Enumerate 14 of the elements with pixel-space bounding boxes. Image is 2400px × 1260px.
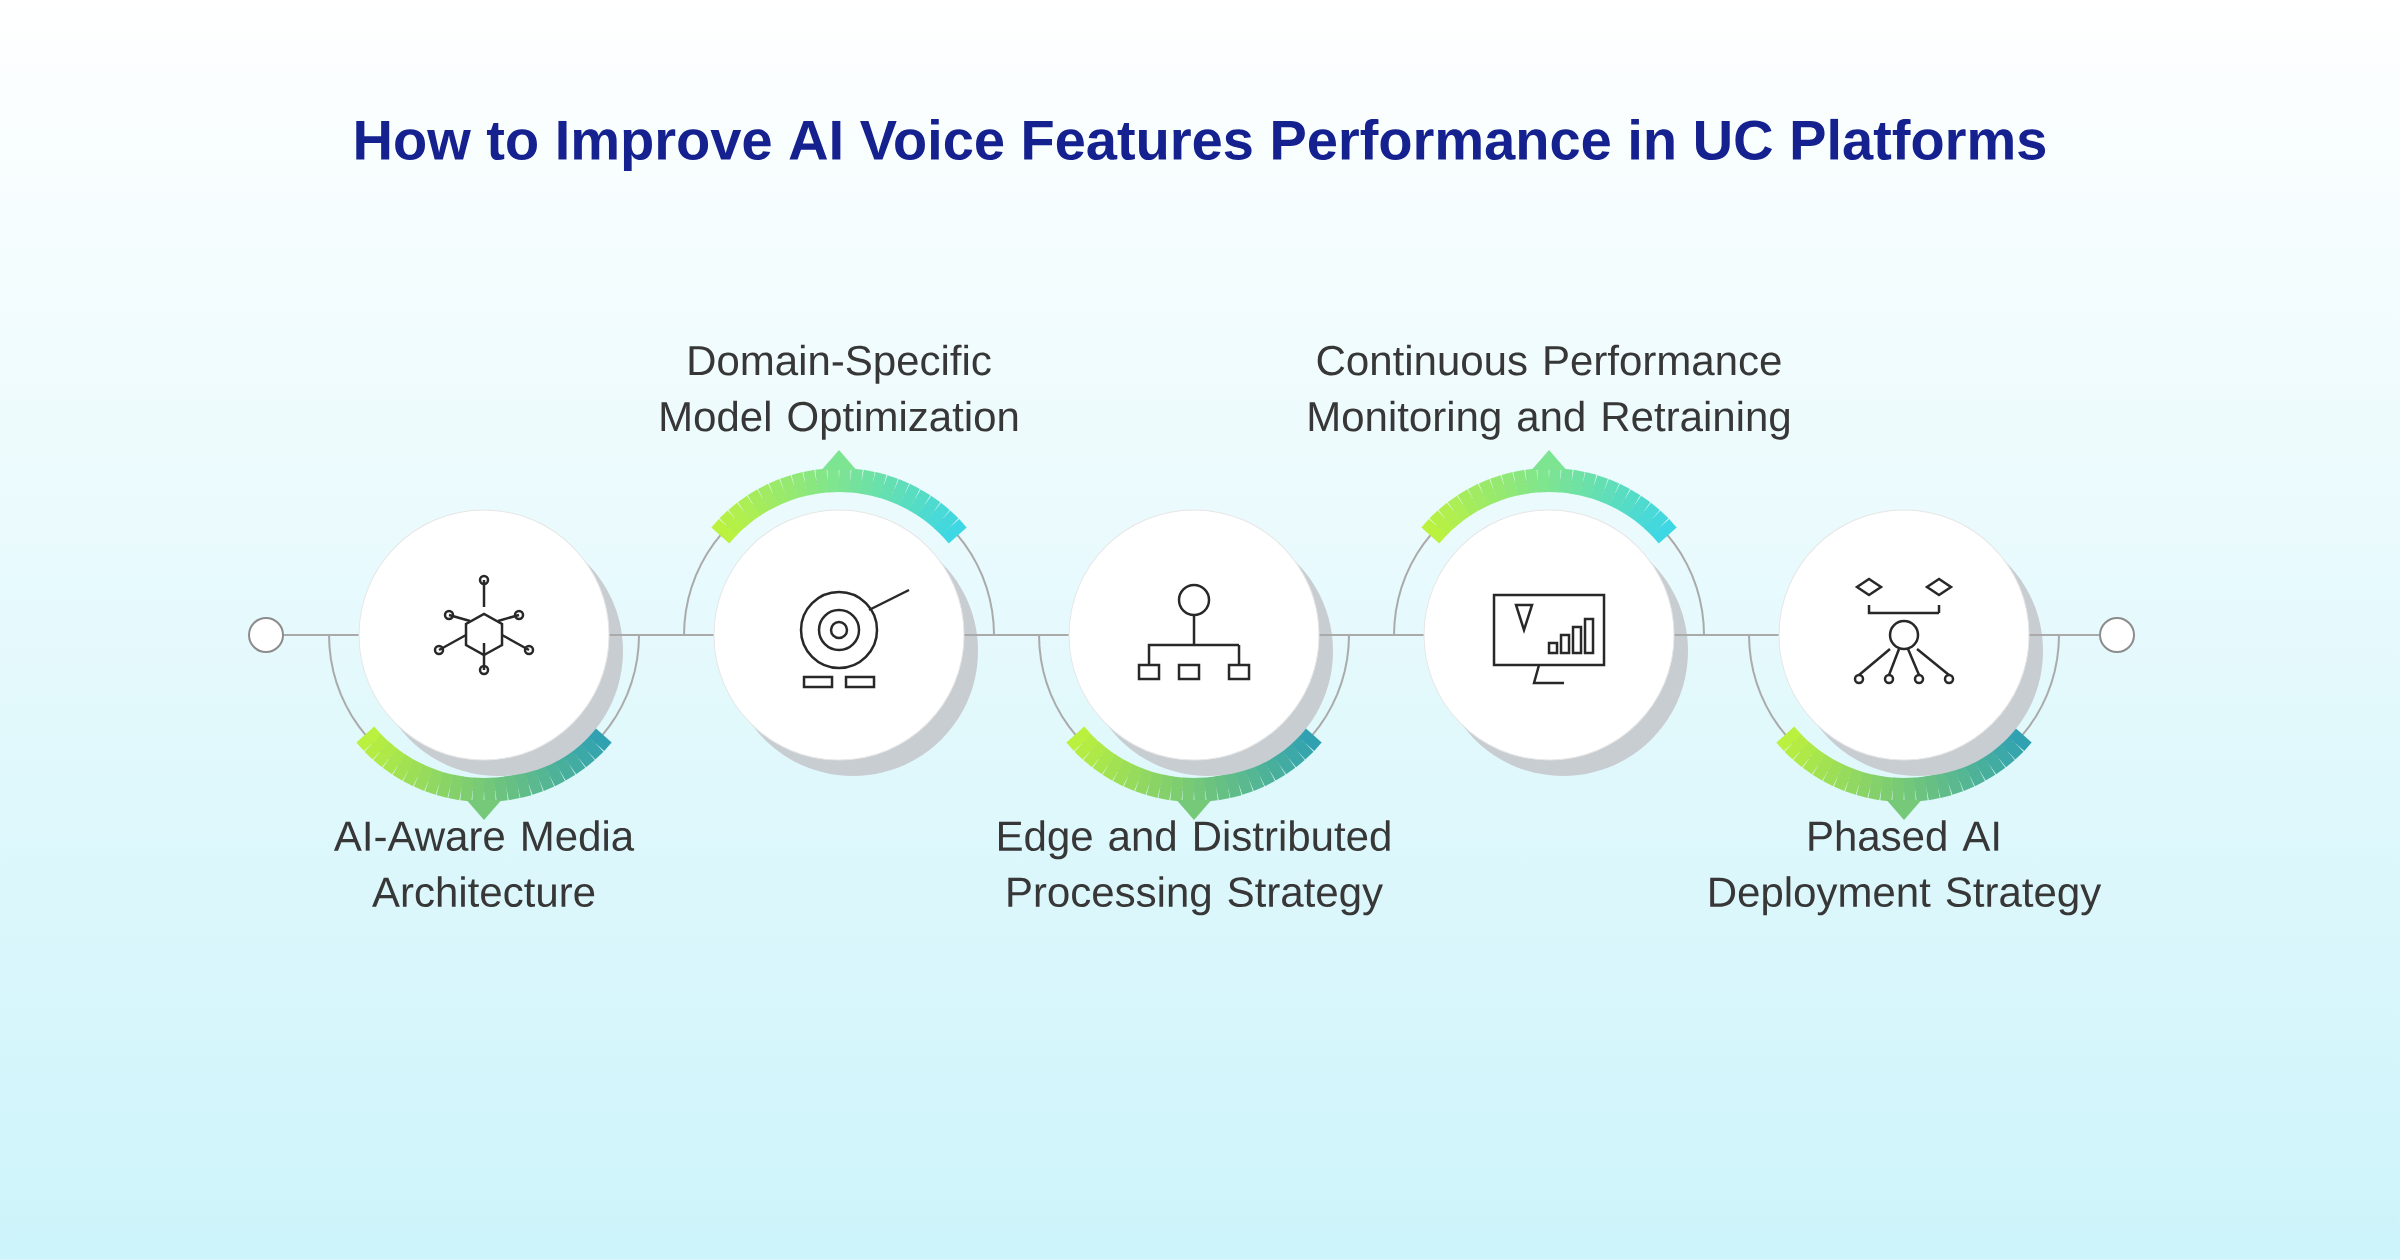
connector-line xyxy=(963,634,1070,636)
end-circle xyxy=(2099,617,2135,653)
end-circle xyxy=(248,617,284,653)
step-label: Edge and Distributed Processing Strategy xyxy=(999,820,1390,916)
connector-line xyxy=(1673,634,1780,636)
title: How to Improve AI Voice Features Performance in UC Platforms xyxy=(356,118,2046,172)
connector-line xyxy=(2028,634,2100,636)
connector-line xyxy=(1318,634,1425,636)
step-label: AI-Aware Media Architecture xyxy=(333,820,635,908)
step-label: Continuous Performance Monitoring and Retraining xyxy=(1309,344,1789,440)
step-label: Phased AI Deployment Strategy xyxy=(1710,820,2102,916)
connector-line xyxy=(608,634,715,636)
step-label: Domain-Specific Model Optimization xyxy=(661,344,1018,440)
connector-line xyxy=(283,634,360,636)
